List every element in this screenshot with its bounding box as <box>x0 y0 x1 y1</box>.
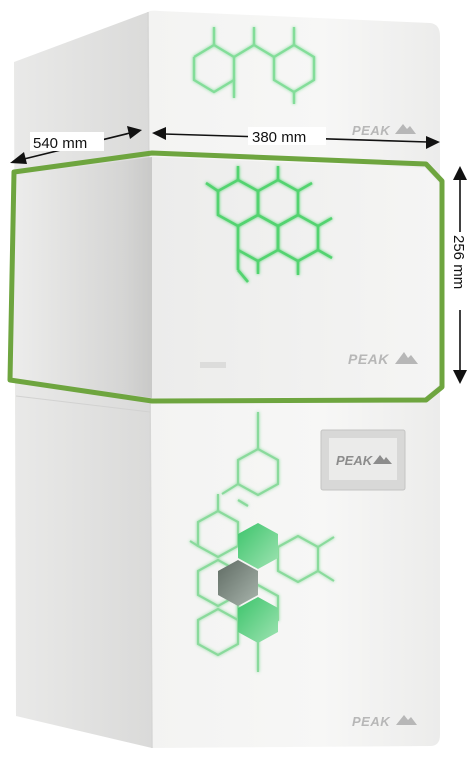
bottom-logo-text: PEAK <box>352 714 391 729</box>
middle-logo-text: PEAK <box>348 351 389 367</box>
middle-module-logo: PEAK <box>348 351 418 367</box>
middle-module-small-label <box>200 362 226 368</box>
tower-side-seam <box>15 395 151 413</box>
middle-logo-mountain-icon <box>395 352 418 364</box>
height-label: 256 mm <box>450 235 467 289</box>
hex-filled-1 <box>238 523 278 569</box>
dimension-height: 256 mm <box>450 166 469 384</box>
top-module-logo: PEAK <box>352 123 416 138</box>
top-module-molecule <box>192 27 316 104</box>
dimension-width: 380 mm <box>152 127 440 149</box>
height-arrow-bottom <box>453 370 467 384</box>
bottom-module-molecule <box>189 412 335 672</box>
depth-label: 540 mm <box>33 135 87 152</box>
hex-filled-2 <box>238 597 278 643</box>
middle-module-molecule <box>205 166 333 283</box>
bottom-module: PEAK <box>189 412 417 729</box>
display-logo-text: PEAK <box>336 453 374 468</box>
bottom-module-logo: PEAK <box>352 714 417 729</box>
middle-module-highlight-outline <box>7 150 445 404</box>
dimension-depth: 540 mm <box>10 126 142 164</box>
bottom-logo-mountain-icon <box>396 715 417 725</box>
height-arrow-top <box>453 166 467 180</box>
depth-arrow-right <box>127 126 142 139</box>
width-label: 380 mm <box>252 129 306 146</box>
display-logo-mountain-icon <box>373 455 392 464</box>
hex-filled-dark <box>218 560 258 606</box>
middle-module-side-face <box>12 157 152 398</box>
top-logo-text: PEAK <box>352 123 391 138</box>
width-arrow-left <box>152 127 166 140</box>
top-logo-mountain-icon <box>395 124 416 134</box>
depth-arrow-left <box>10 152 27 164</box>
middle-module: PEAK <box>7 150 445 404</box>
display-panel: PEAK <box>320 429 406 491</box>
width-arrow-right <box>426 136 440 149</box>
